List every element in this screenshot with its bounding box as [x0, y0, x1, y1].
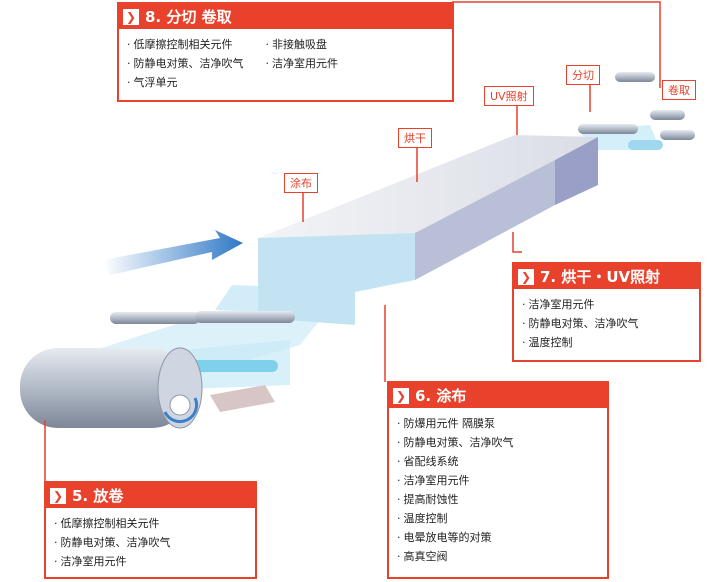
chevron-right-icon: ❯	[50, 487, 66, 504]
list-item: 提高耐蚀性	[397, 490, 599, 509]
chevron-right-icon: ❯	[123, 8, 139, 25]
list-item: 洁净室用元件	[522, 295, 691, 314]
label-slitting: 分切	[566, 65, 600, 85]
chevron-right-icon: ❯	[393, 387, 409, 404]
panel-title: 8. 分切 卷取	[145, 8, 232, 26]
panel-coating: ❯ 6. 涂布 防爆用元件 隔膜泵 防静电对策、洁净吹气 省配线系统 洁净室用元件…	[387, 381, 609, 579]
list-item: 低摩擦控制相关元件	[127, 35, 244, 54]
dryer-box-side	[415, 160, 555, 280]
panel-slitting-winding: ❯ 8. 分切 卷取 低摩擦控制相关元件 防静电对策、洁净吹气 气浮单元 非接触吸…	[117, 2, 454, 102]
panel-drying-uv: ❯ 7. 烘干・UV照射 洁净室用元件 防静电对策、洁净吹气 温度控制	[512, 262, 701, 362]
uv-box-side	[555, 137, 598, 205]
list-item: 高真空阀	[397, 547, 599, 566]
list-item: 温度控制	[522, 333, 691, 352]
list-item: 防静电对策、洁净吹气	[522, 314, 691, 333]
list-item: 非接触吸盘	[266, 35, 339, 54]
panel-list-left: 低摩擦控制相关元件 防静电对策、洁净吹气 气浮单元	[119, 29, 258, 92]
list-item: 省配线系统	[397, 452, 599, 471]
coater-box-front	[258, 233, 415, 325]
unwind-roll	[20, 347, 203, 429]
label-drying: 烘干	[398, 128, 432, 148]
list-item: 洁净室用元件	[397, 471, 599, 490]
list-item: 低摩擦控制相关元件	[54, 514, 247, 533]
guide-rollers	[110, 72, 695, 372]
list-item: 洁净室用元件	[266, 54, 338, 73]
flow-direction-arrow	[103, 230, 243, 275]
panel-title: 7. 烘干・UV照射	[540, 268, 661, 286]
list-item: 防静电对策、洁净吹气	[54, 533, 247, 552]
label-coating: 涂布	[284, 173, 318, 193]
panel-unwinding: ❯ 5. 放卷 低摩擦控制相关元件 防静电对策、洁净吹气 洁净室用元件	[44, 481, 257, 579]
panel-list-right: 非接触吸盘 洁净室用元件	[258, 29, 353, 92]
coating-blade	[210, 385, 275, 412]
list-item: 气浮单元	[127, 73, 244, 92]
list-item: 防爆用元件 隔膜泵	[397, 414, 599, 433]
label-winding: 卷取	[662, 80, 696, 100]
chevron-right-icon: ❯	[518, 268, 534, 285]
panel-title: 5. 放卷	[72, 487, 124, 505]
coater-box-top	[258, 135, 598, 238]
list-item: 防静电对策、洁净吹气	[397, 433, 599, 452]
list-item: 电晕放电等的对策	[397, 528, 599, 547]
list-item: 温度控制	[397, 509, 599, 528]
leader-lines	[44, 1, 661, 490]
list-item: 防静电对策、洁净吹气	[127, 54, 244, 73]
label-uv: UV照射	[484, 86, 534, 106]
list-item: 洁净室用元件	[54, 552, 247, 571]
panel-title: 6. 涂布	[415, 387, 467, 405]
